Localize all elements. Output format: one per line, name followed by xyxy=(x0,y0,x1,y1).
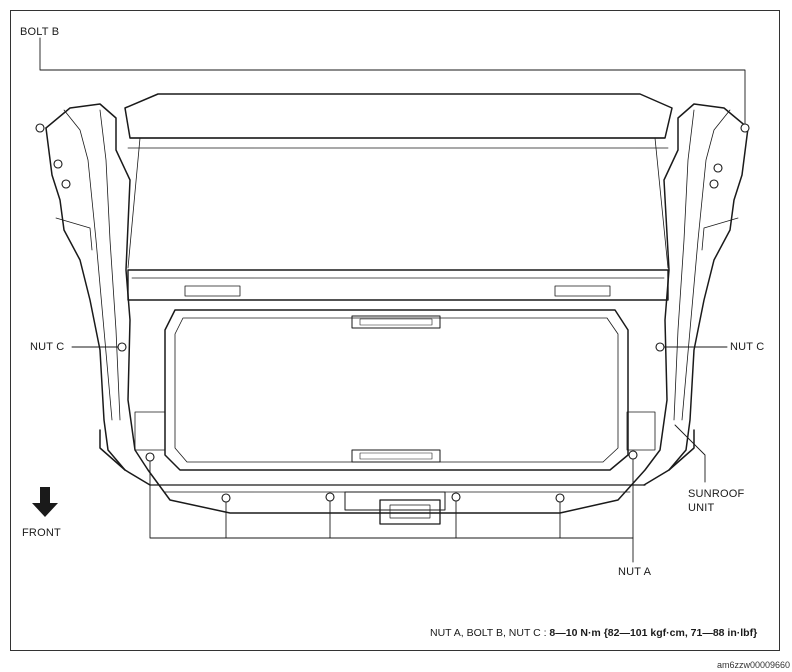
torque-fasteners: NUT A, BOLT B, NUT C : xyxy=(430,627,550,639)
rear-opening xyxy=(164,309,629,471)
nut-a-group xyxy=(145,450,638,503)
sunroof-label-line2: UNIT xyxy=(688,502,715,514)
bolt-b-icon xyxy=(713,163,723,173)
leader-lines xyxy=(39,37,746,563)
nut-a-icon xyxy=(325,492,335,502)
figure-code: am6zzw00009660 xyxy=(716,660,790,670)
bolt-b-label: BOLT B xyxy=(20,26,60,38)
nut-a-icon xyxy=(628,450,638,460)
side-rails xyxy=(55,109,739,421)
bolt-b-group xyxy=(35,123,750,189)
nut-c-icon xyxy=(117,342,127,352)
nut-c-icon xyxy=(655,342,665,352)
sunroof-frame xyxy=(45,103,749,514)
torque-value: 8—10 N·m {82—101 kgf·cm, 71—88 in·lbf} xyxy=(549,627,758,639)
nut-c-group xyxy=(117,342,665,352)
bolt-b-icon xyxy=(709,179,719,189)
bolt-b-icon xyxy=(61,179,71,189)
nut-c-label-right: NUT C xyxy=(730,341,765,353)
sunroof-label-line1: SUNROOF xyxy=(688,488,745,500)
bolt-b-icon xyxy=(740,123,750,133)
nut-c-label-left: NUT C xyxy=(30,341,65,353)
bolt-b-icon xyxy=(53,159,63,169)
bolt-b-icon xyxy=(35,123,45,133)
front-label: FRONT xyxy=(22,527,61,539)
cross-member xyxy=(127,269,669,301)
sunroof-unit-label: SUNROOF UNIT xyxy=(688,487,744,515)
glass-panel xyxy=(124,93,673,269)
nut-a-icon xyxy=(145,452,155,462)
nut-a-icon xyxy=(221,493,231,503)
torque-specification: NUT A, BOLT B, NUT C : 8—10 N·m {82—101 … xyxy=(430,627,757,639)
nut-a-icon xyxy=(555,493,565,503)
nut-a-label: NUT A xyxy=(618,566,652,578)
diagram-frame xyxy=(10,10,780,651)
front-arrow-icon xyxy=(32,487,58,517)
nut-a-icon xyxy=(451,492,461,502)
rear-bracket xyxy=(134,411,656,525)
